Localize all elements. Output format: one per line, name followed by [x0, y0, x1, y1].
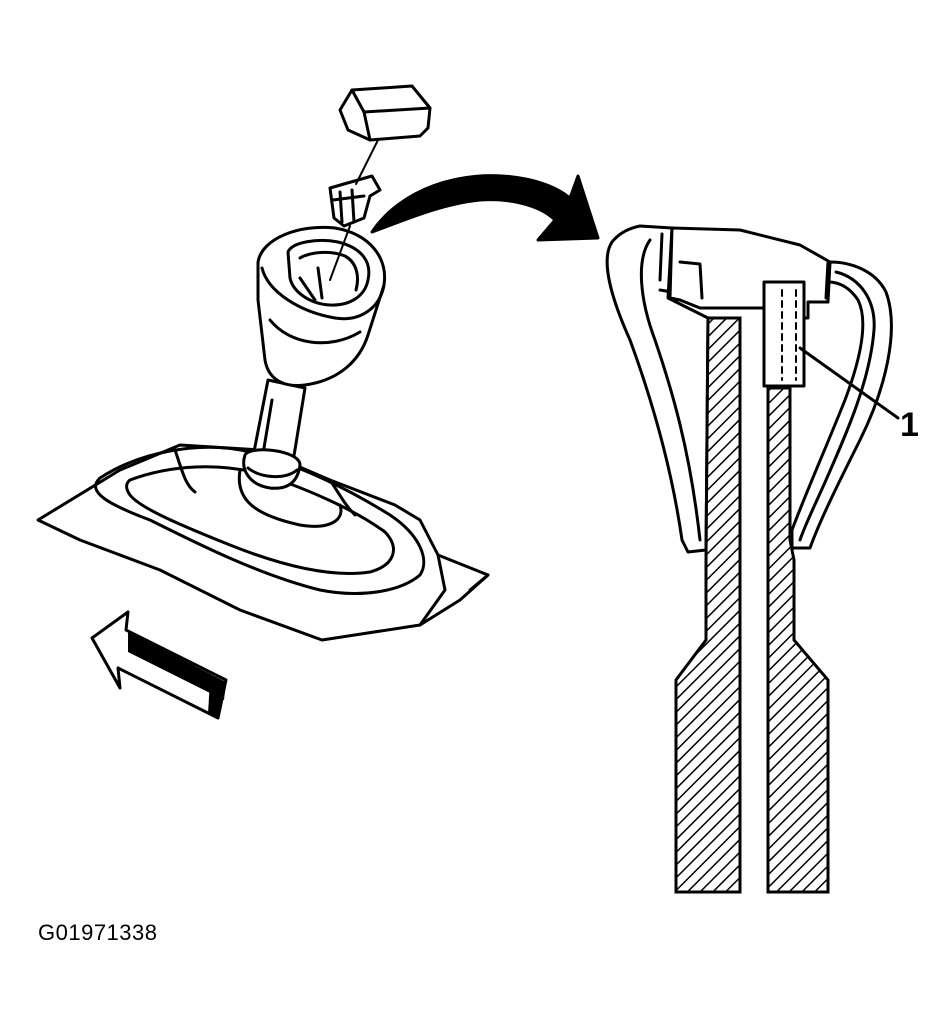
callout-1: 1	[798, 346, 919, 444]
shift-knob	[256, 225, 387, 388]
shifter-assembly	[36, 84, 490, 642]
retainer-clip-section	[762, 280, 806, 388]
knob-cap	[338, 84, 432, 185]
curved-arrow-icon	[370, 174, 600, 242]
knob-shell-left	[605, 224, 710, 554]
retainer-clip	[328, 174, 382, 281]
knob-insert	[668, 226, 832, 320]
direction-arrow-icon	[90, 610, 228, 720]
knob-cross-section: 1	[605, 224, 919, 894]
figure-id: G01971338	[38, 920, 158, 945]
callout-label: 1	[900, 406, 919, 444]
shifter-shaft	[242, 378, 307, 490]
shift-lever-right	[766, 386, 830, 894]
knob-shell-right	[790, 260, 893, 550]
